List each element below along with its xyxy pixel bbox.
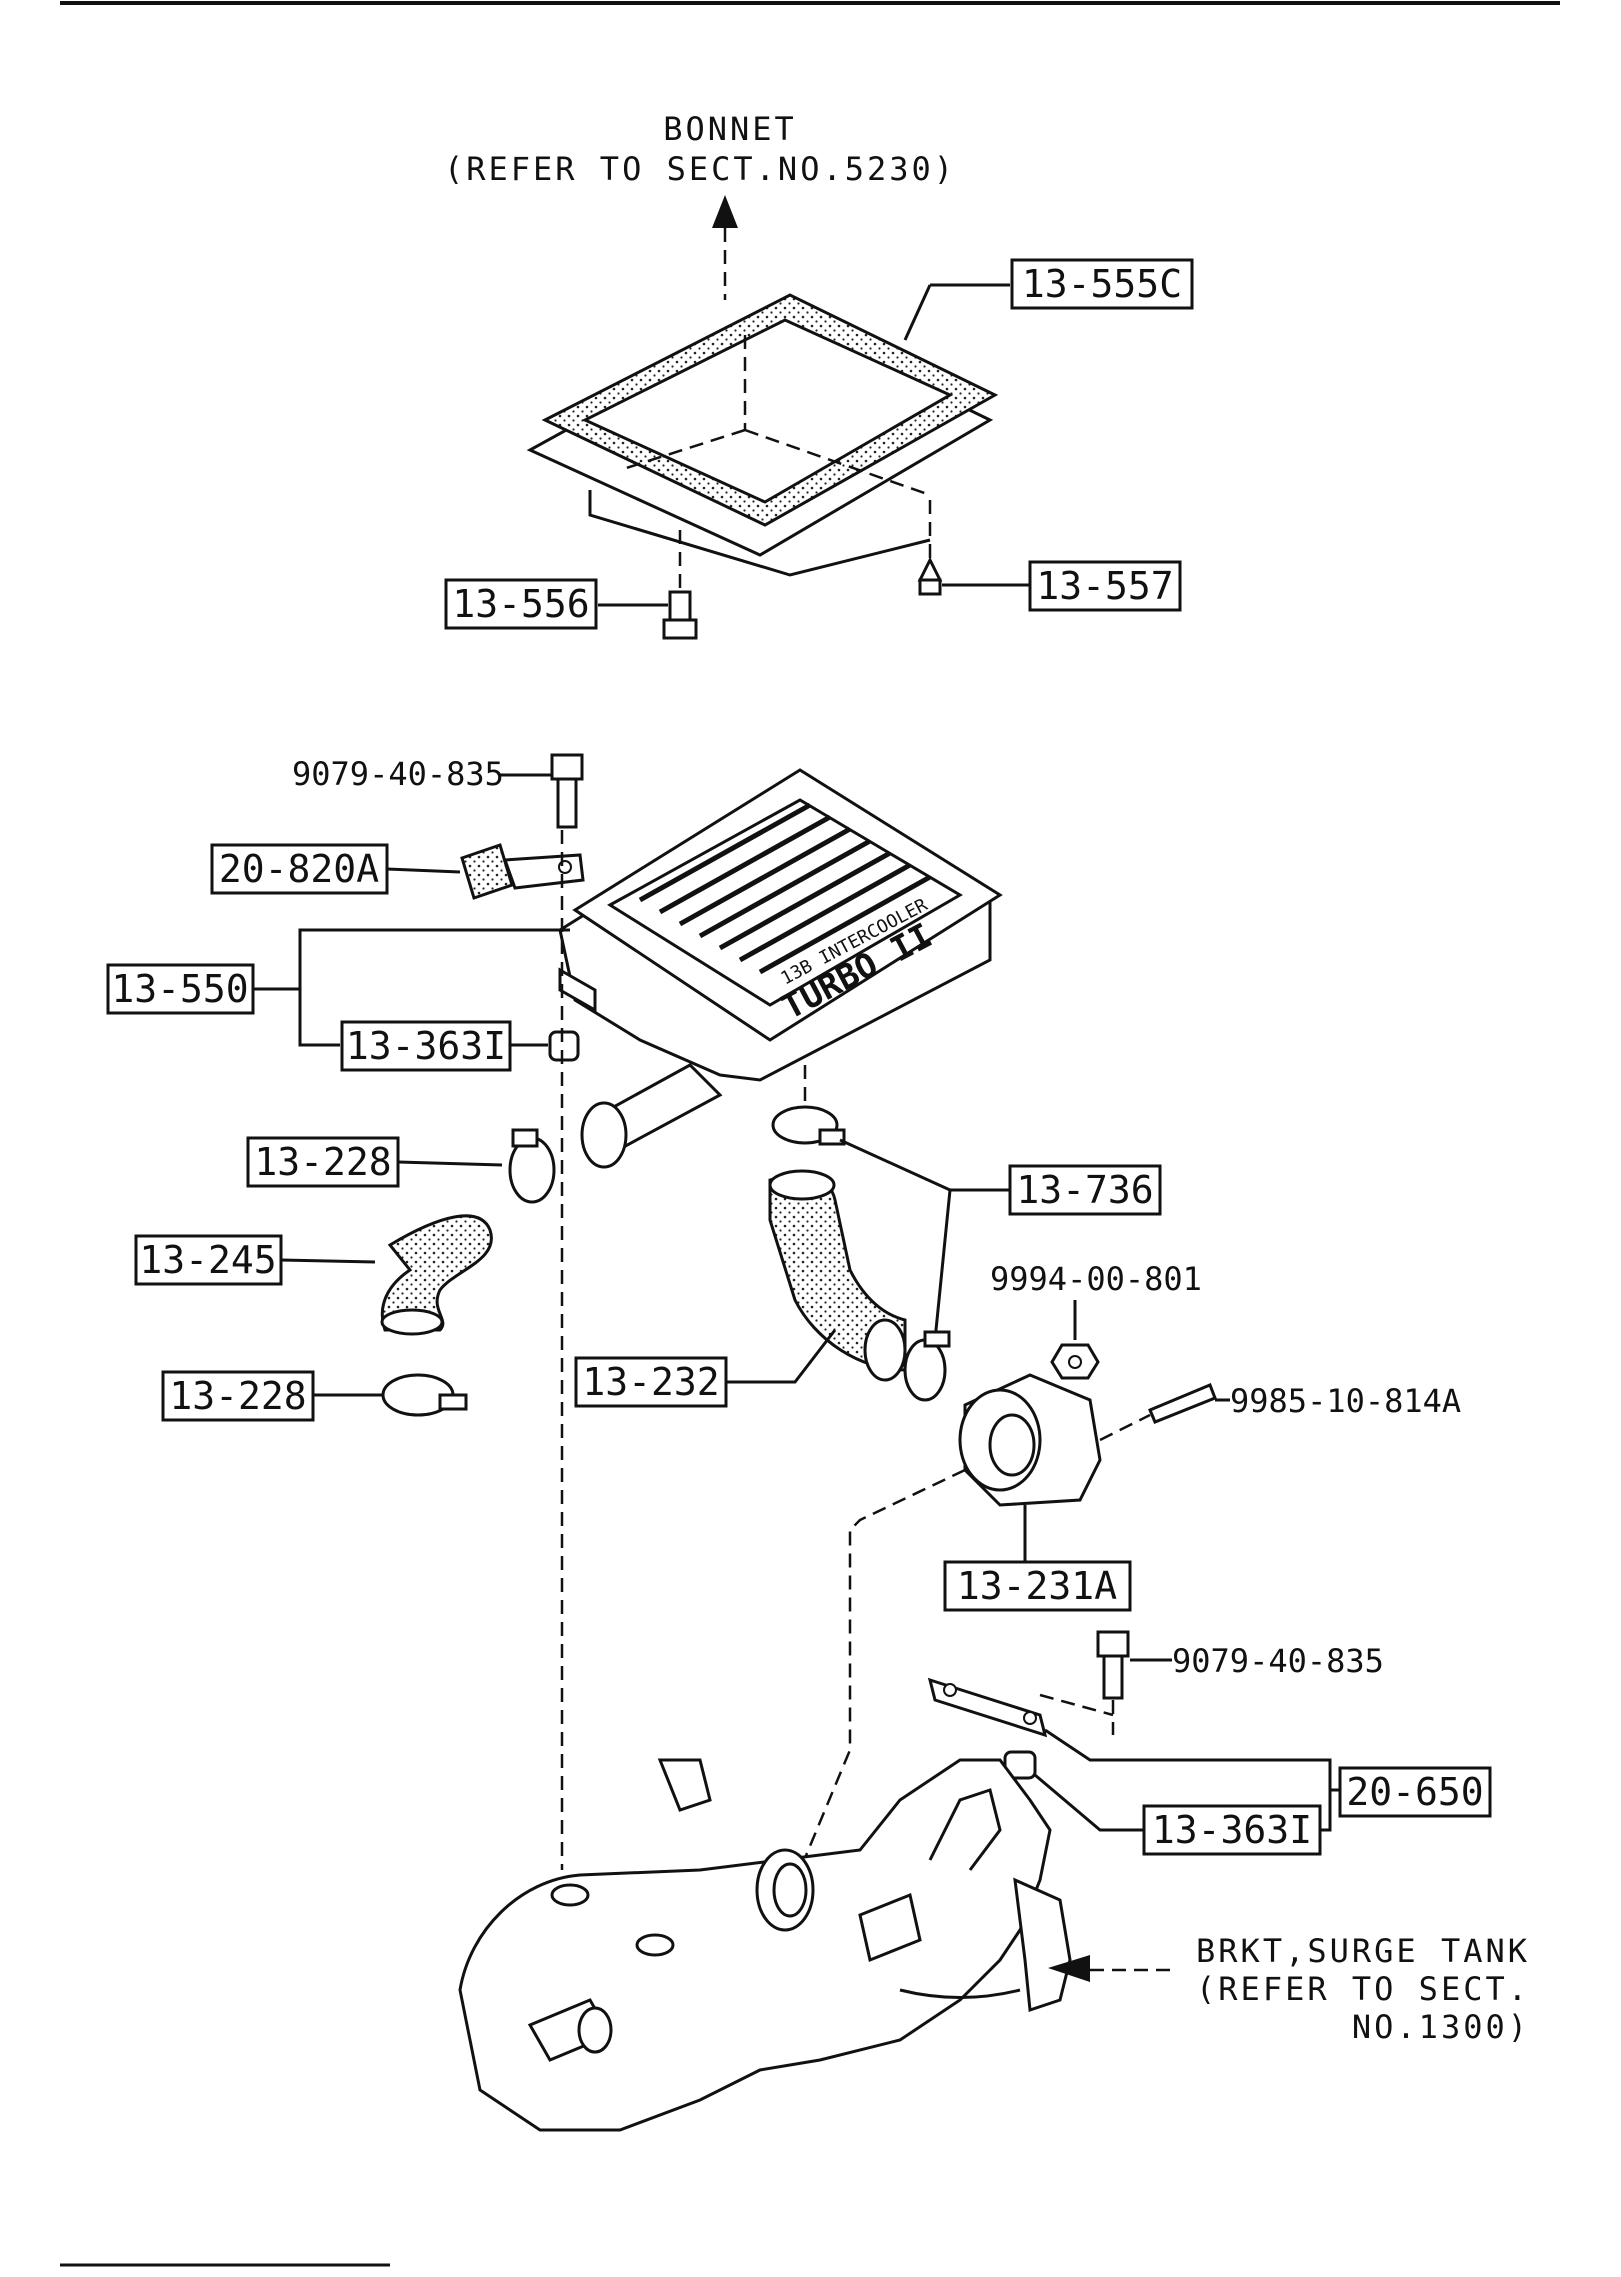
label-13-245: 13-245 <box>139 1238 276 1282</box>
bolt-top-icon <box>550 753 584 829</box>
label-13-363I-top: 13-363I <box>346 1024 506 1068</box>
label-box-13-232 <box>574 1356 728 1408</box>
adapter-13-231A-icon <box>958 1373 1102 1507</box>
seal-frame-part <box>526 293 999 600</box>
label-box-13-231A <box>943 1560 1132 1612</box>
label-box-13-228-bottom <box>161 1370 315 1422</box>
bonnet-note-line2: (REFER TO SECT.NO.5230) <box>444 150 956 188</box>
bracket-20-820A-icon <box>460 843 585 900</box>
label-box-13-555C <box>1010 258 1194 310</box>
label-13-556: 13-556 <box>452 582 589 626</box>
hose-13-232-icon <box>768 1169 907 1382</box>
engine-surge-tank <box>458 1758 1072 2132</box>
stud-icon <box>1148 1383 1217 1424</box>
clip-13-557-icon <box>917 556 943 596</box>
screw-13-556-icon <box>662 590 698 640</box>
intercooler-body: 13B INTERCOOLER TURBO II <box>558 768 1003 1082</box>
label-9079-40-835-bottom: 9079-40-835 <box>1172 1642 1384 1680</box>
bracket-20-650-icon <box>927 1677 1048 1738</box>
clamp-bottom-icon <box>381 1373 468 1417</box>
label-13-736: 13-736 <box>1016 1168 1153 1212</box>
label-box-13-557 <box>1028 560 1182 612</box>
label-box-13-228-top <box>246 1136 400 1188</box>
clamp-13-736-top-icon <box>771 1105 846 1146</box>
intercooler-outlet-pipe <box>580 1063 723 1169</box>
label-box-13-550 <box>106 963 255 1015</box>
label-box-20-650 <box>1338 1766 1492 1818</box>
label-13-550: 13-550 <box>111 967 248 1011</box>
label-20-820A: 20-820A <box>219 847 379 891</box>
label-13-555C: 13-555C <box>1022 262 1182 306</box>
label-13-232: 13-232 <box>582 1360 719 1404</box>
label-13-228-top: 13-228 <box>254 1140 391 1184</box>
label-13-228-bottom: 13-228 <box>169 1374 306 1418</box>
label-9985-10-814A: 9985-10-814A <box>1230 1382 1461 1420</box>
label-13-231A: 13-231A <box>957 1564 1117 1608</box>
brkt-note-line3: NO.1300) <box>1352 2008 1530 2046</box>
grommet-top-icon <box>548 1030 580 1062</box>
label-box-13-556 <box>444 578 598 630</box>
label-13-363I-bottom: 13-363I <box>1152 1808 1312 1852</box>
hose-13-245-icon <box>380 1214 493 1336</box>
label-9079-40-835-top: 9079-40-835 <box>292 755 504 793</box>
label-20-650: 20-650 <box>1346 1770 1483 1814</box>
bolt-bottom-icon <box>1096 1630 1130 1700</box>
clamp-top-icon <box>508 1128 556 1204</box>
clamp-13-736-bottom-icon <box>903 1330 951 1402</box>
brkt-arrow-icon <box>1048 1955 1090 1982</box>
label-9994-00-801: 9994-00-801 <box>990 1260 1202 1298</box>
label-13-557: 13-557 <box>1036 564 1173 608</box>
label-box-13-736 <box>1008 1164 1162 1216</box>
brkt-note-line1: BRKT,SURGE TANK <box>1196 1932 1530 1970</box>
bonnet-note-line1: BONNET <box>663 110 797 148</box>
up-arrow <box>712 195 738 300</box>
label-box-13-245 <box>134 1234 283 1286</box>
nut-icon <box>1050 1343 1100 1380</box>
brkt-note-line2: (REFER TO SECT. <box>1196 1970 1530 2008</box>
label-box-13-363I-bottom <box>1142 1804 1322 1856</box>
